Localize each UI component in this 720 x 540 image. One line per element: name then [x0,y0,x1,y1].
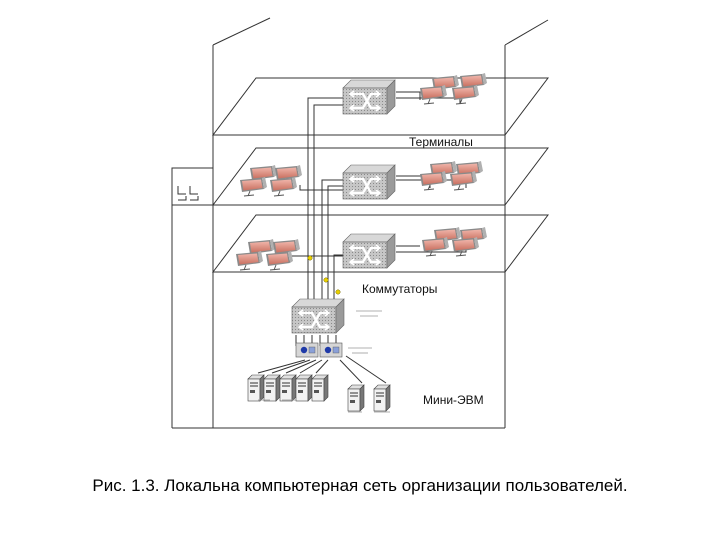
terminals-label: Терминалы [409,135,473,149]
terminal-group-floor-1-right [421,226,488,257]
patch-panel-tags [348,347,372,354]
patch-panels [295,342,343,358]
switch-floor-2 [341,163,397,201]
terminal-group-floor-1-left [235,238,301,271]
terminal-group-floor-2-left [239,164,303,197]
minicomputers-label: Мини-ЭВМ [423,393,484,407]
elevator-shaft-icon [177,186,199,201]
switch-main [290,297,346,335]
switch-floor-3 [341,78,397,116]
terminal-group-floor-2-right [419,160,484,191]
switches-label: Коммутаторы [362,282,438,296]
server-group-right [347,384,391,412]
switch-floor-1 [341,232,397,270]
switch-main-tag [356,310,382,317]
figure-caption: Рис. 1.3. Локальна компьютерная сеть орг… [92,476,628,495]
cable-junctions [307,255,341,295]
server-group-left [247,374,329,402]
building-outline [171,17,550,429]
